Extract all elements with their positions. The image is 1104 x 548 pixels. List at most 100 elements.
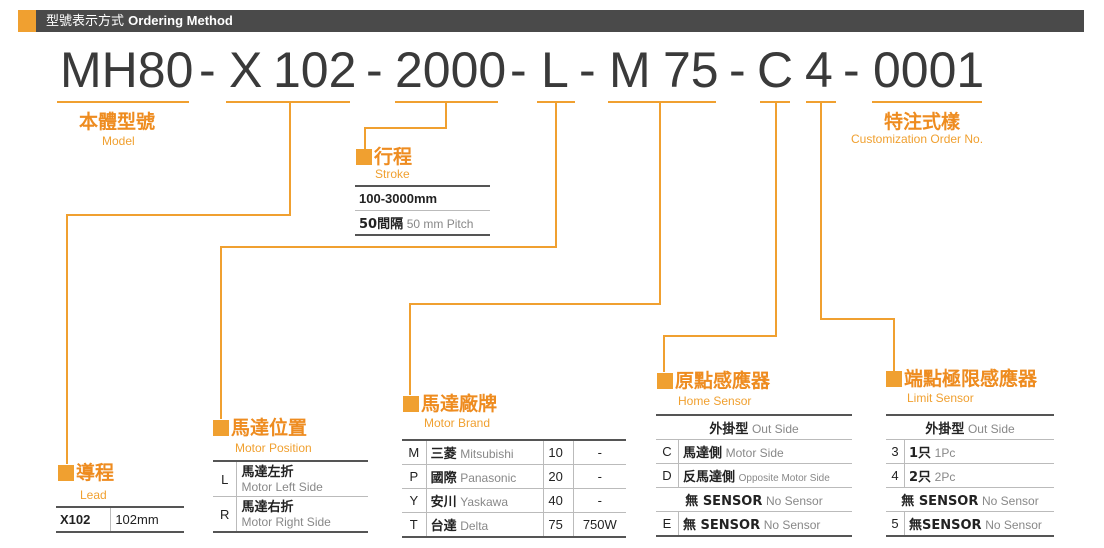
header-accent-square	[18, 10, 36, 32]
table-row: 外掛型 Out Side	[656, 414, 852, 440]
stroke-pitch-en: 50 mm Pitch	[406, 217, 474, 231]
home-sensor-header-en: Out Side	[751, 422, 799, 436]
home-sensor-code: D	[656, 463, 679, 488]
home-sensor-title-text: 原點感應器	[675, 370, 771, 392]
table-row: C 馬達側 Motor Side	[656, 439, 852, 464]
motor-position-code: L	[213, 460, 238, 497]
limit-sensor-en: No Sensor	[985, 518, 1042, 532]
stroke-subtitle: Stroke	[375, 167, 410, 181]
motor-position-marker	[213, 420, 229, 436]
connector-home-sensor	[663, 335, 665, 372]
connector-stroke	[445, 101, 447, 129]
home-sensor-cjk: 反馬達側	[683, 470, 736, 485]
brand-cjk: 三菱	[430, 447, 457, 462]
limit-sensor-cjk: 1只	[909, 446, 932, 461]
motor-position-cjk: 馬達右折	[241, 499, 294, 515]
limit-sensor-header: 外掛型 Out Side	[886, 414, 1054, 440]
home-sensor-desc: 馬達側 Motor Side	[678, 439, 852, 464]
code-x: X	[229, 42, 263, 98]
limit-sensor-en: 1Pc	[934, 446, 956, 460]
limit-sensor-desc: 無 SENSOR No Sensor	[886, 487, 1054, 512]
brand-en: Panasonic	[460, 471, 517, 485]
brand-num: 40	[543, 488, 574, 513]
limit-sensor-en: 2Pc	[934, 470, 956, 484]
brand-num: 10	[543, 439, 574, 465]
underline-lead	[226, 101, 350, 103]
home-sensor-table: 外掛型 Out Side C 馬達側 Motor Side D 反馬達側 Opp…	[656, 414, 852, 537]
lead-title-text: 導程	[76, 462, 115, 484]
table-row: 無 SENSOR No Sensor	[886, 487, 1054, 512]
brand-code: P	[402, 464, 427, 489]
table-row: P 國際 Panasonic 20 -	[402, 464, 626, 489]
lead-subtitle: Lead	[80, 488, 107, 502]
connector-lead	[289, 101, 291, 215]
home-sensor-marker	[657, 373, 673, 389]
stroke-title: 行程	[356, 146, 412, 168]
limit-sensor-title-text: 端點極限感應器	[904, 368, 1038, 390]
lead-code: X102	[56, 506, 112, 533]
table-row: 外掛型 Out Side	[886, 414, 1054, 440]
table-row: D 反馬達側 Opposite Motor Side	[656, 463, 852, 488]
table-row: 100-3000mm	[355, 185, 490, 211]
table-row: 3 1只 1Pc	[886, 439, 1054, 464]
underline-motor-brand	[608, 101, 716, 103]
table-row: 50間隔 50 mm Pitch	[355, 210, 490, 236]
code-102: 102	[273, 42, 357, 98]
limit-sensor-cjk: 2只	[909, 470, 932, 485]
brand-name: 國際 Panasonic	[426, 464, 545, 489]
home-sensor-desc: 無 SENSOR No Sensor	[656, 487, 852, 512]
code-dash-1: -	[199, 42, 216, 98]
connector-limit-sensor	[893, 318, 895, 371]
limit-sensor-desc: 2只 2Pc	[904, 463, 1054, 488]
connector-home-sensor	[663, 335, 777, 337]
section-header: 型號表示方式 Ordering Method	[18, 10, 1084, 32]
limit-sensor-table: 外掛型 Out Side 3 1只 1Pc 4 2只 2Pc 無 SENSOR …	[886, 414, 1054, 537]
brand-en: Mitsubishi	[460, 447, 514, 461]
limit-sensor-cjk: 無 SENSOR	[901, 494, 979, 509]
motor-position-subtitle: Motor Position	[235, 441, 312, 455]
code-m: M	[609, 42, 651, 98]
limit-sensor-code: 3	[886, 439, 905, 464]
underline-model	[57, 101, 189, 103]
connector-motor-brand	[409, 303, 661, 305]
table-row: E 無 SENSOR No Sensor	[656, 511, 852, 537]
brand-cjk: 國際	[430, 471, 457, 486]
limit-sensor-header-en: Out Side	[967, 422, 1015, 436]
home-sensor-code: C	[656, 439, 679, 464]
limit-sensor-marker	[886, 371, 902, 387]
brand-name: 台達 Delta	[426, 512, 545, 538]
home-sensor-en: Opposite Motor Side	[738, 473, 830, 484]
model-subtitle: Model	[102, 134, 135, 148]
connector-motor-position	[555, 101, 557, 248]
custom-title: 特注式樣	[884, 111, 961, 133]
table-row: X102 102mm	[56, 506, 184, 533]
motor-brand-title-text: 馬達廠牌	[421, 393, 498, 415]
brand-num: 75	[543, 512, 574, 538]
brand-watt: -	[573, 464, 626, 489]
code-dash-2: -	[366, 42, 383, 98]
lead-value: 102mm	[110, 506, 184, 533]
brand-num: 20	[543, 464, 574, 489]
connector-motor-brand	[409, 303, 411, 395]
code-dash-5: -	[729, 42, 746, 98]
home-sensor-cjk: 無 SENSOR	[683, 518, 761, 533]
code-dash-3: -	[510, 42, 527, 98]
connector-home-sensor	[775, 101, 777, 337]
lead-title: 導程	[58, 462, 114, 484]
brand-en: Yaskawa	[460, 495, 509, 509]
model-title: 本體型號	[79, 111, 156, 133]
limit-sensor-subtitle: Limit Sensor	[907, 391, 974, 405]
limit-sensor-cjk: 無SENSOR	[909, 518, 982, 533]
brand-code: M	[402, 439, 427, 465]
home-sensor-header-cjk: 外掛型	[709, 422, 749, 437]
brand-code: T	[402, 512, 427, 538]
connector-lead	[66, 214, 291, 216]
home-sensor-title: 原點感應器	[657, 370, 770, 392]
code-dash-4: -	[579, 42, 596, 98]
connector-limit-sensor	[820, 318, 895, 320]
brand-cjk: 安川	[430, 495, 457, 510]
motor-position-cjk: 馬達左折	[241, 464, 294, 480]
